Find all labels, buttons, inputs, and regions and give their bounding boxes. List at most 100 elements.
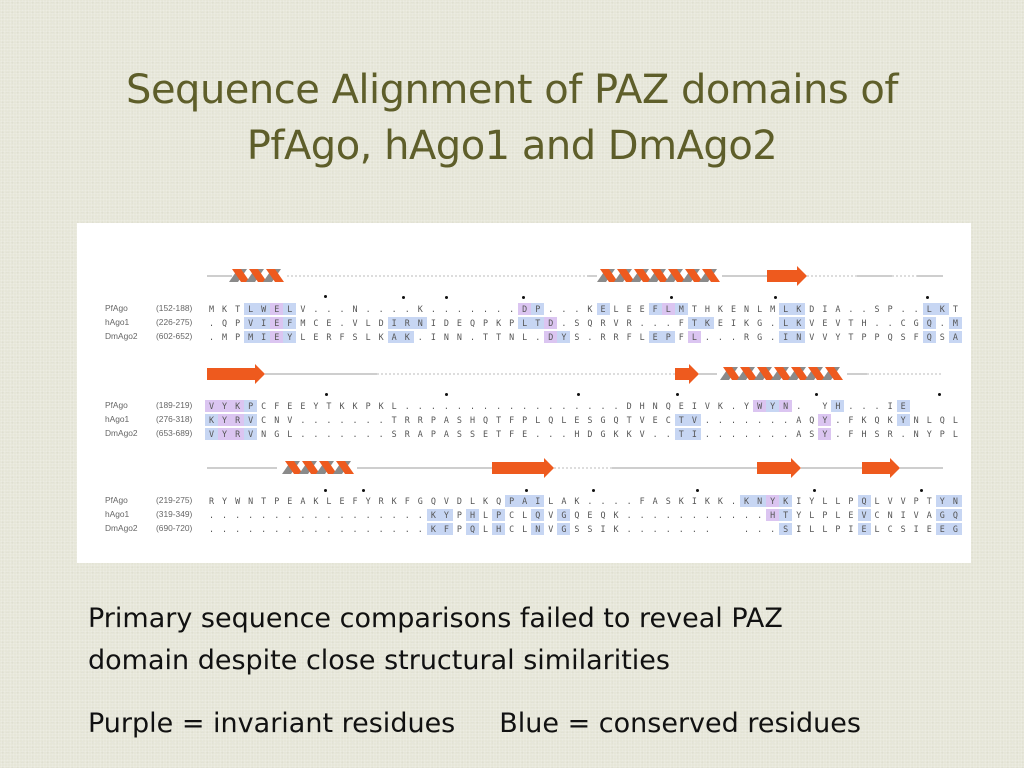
residue: N [352, 304, 358, 314]
residue: P [430, 415, 436, 425]
residue: C [313, 318, 319, 328]
residue: W [753, 400, 767, 412]
residue: D [809, 304, 815, 314]
residue: . [365, 415, 371, 425]
residue: Y [896, 414, 910, 426]
residue: W [235, 496, 241, 506]
residue: P [365, 401, 371, 411]
conservation-dot [938, 393, 941, 396]
residue: S [456, 415, 462, 425]
residue: E [926, 524, 932, 534]
residue: F [678, 332, 684, 342]
residue: L [874, 496, 880, 506]
description-line-2: domain despite close structural similari… [88, 645, 670, 676]
residue: F [339, 332, 345, 342]
residue: E [270, 303, 284, 315]
residue: L [244, 303, 258, 315]
conservation-dot [362, 489, 365, 492]
residue: W [257, 303, 271, 315]
helix-front [617, 269, 635, 282]
helix-front [266, 269, 284, 282]
conservation-dot [920, 489, 923, 492]
residue: Q [948, 509, 962, 521]
residue: . [483, 401, 489, 411]
residue: Y [766, 400, 780, 412]
residue: . [313, 415, 319, 425]
residue: L [835, 496, 841, 506]
residue: K [626, 429, 632, 439]
residue: . [404, 401, 410, 411]
residue: H [469, 415, 476, 425]
residue: P [822, 510, 828, 520]
residue: L [639, 332, 645, 342]
residue: F [848, 429, 854, 439]
residue: P [835, 524, 841, 534]
conservation-dot [324, 295, 327, 298]
residue: K [400, 331, 414, 343]
residue: I [257, 331, 271, 343]
residue: I [531, 495, 545, 507]
residue: K [222, 304, 228, 314]
residue: . [848, 401, 854, 411]
residue: . [313, 304, 319, 314]
residue: . [391, 510, 397, 520]
residue: . [561, 304, 567, 314]
residue: T [687, 317, 701, 329]
residue: P [848, 496, 854, 506]
residue: V [244, 317, 258, 329]
beta-strand-arrow [862, 458, 900, 478]
residue: . [848, 304, 854, 314]
residue: L [326, 496, 332, 506]
residue: K [700, 317, 714, 329]
residue: I [900, 510, 906, 520]
residue: C [261, 415, 267, 425]
residue: F [509, 429, 515, 439]
residue: P [522, 415, 528, 425]
conservation-dot [676, 393, 679, 396]
residue: . [235, 524, 241, 534]
residue: P [456, 510, 462, 520]
residue: E [848, 510, 854, 520]
residue: V [548, 524, 554, 534]
helix-front [600, 269, 618, 282]
residue: K [792, 317, 806, 329]
residue: K [935, 303, 949, 315]
residue: K [205, 414, 218, 426]
residue: R [404, 415, 410, 425]
residue: . [548, 429, 554, 439]
residue: . [626, 510, 632, 520]
residue: . [417, 524, 423, 534]
residue: . [691, 524, 697, 534]
residue: . [561, 401, 567, 411]
residue: . [717, 332, 723, 342]
residue: . [730, 429, 737, 439]
residue: P [531, 303, 545, 315]
residue: V [548, 510, 554, 520]
residue: Y [766, 495, 780, 507]
residue: . [326, 524, 332, 534]
residue: L [661, 303, 675, 315]
residue: A [387, 331, 401, 343]
residue: K [378, 401, 384, 411]
residue: R [887, 429, 893, 439]
residue: K [678, 496, 684, 506]
residue: Y [439, 509, 453, 521]
residue: . [652, 524, 658, 534]
helix-front [319, 461, 337, 474]
residue: . [639, 510, 645, 520]
residue: D [544, 331, 558, 343]
sequence-range: (152-188) [156, 303, 193, 313]
residue: Y [809, 496, 815, 506]
residue: Y [796, 510, 802, 520]
residue: M [948, 317, 962, 329]
residue: C [509, 510, 515, 520]
residue: N [753, 495, 767, 507]
residue: K [792, 303, 806, 315]
residue: K [740, 495, 754, 507]
secondary-structure-diagram [207, 266, 943, 478]
residue: Y [218, 400, 232, 412]
residue: . [770, 318, 776, 328]
residue: . [417, 332, 423, 342]
residue: K [613, 524, 619, 534]
residue: . [665, 510, 671, 520]
